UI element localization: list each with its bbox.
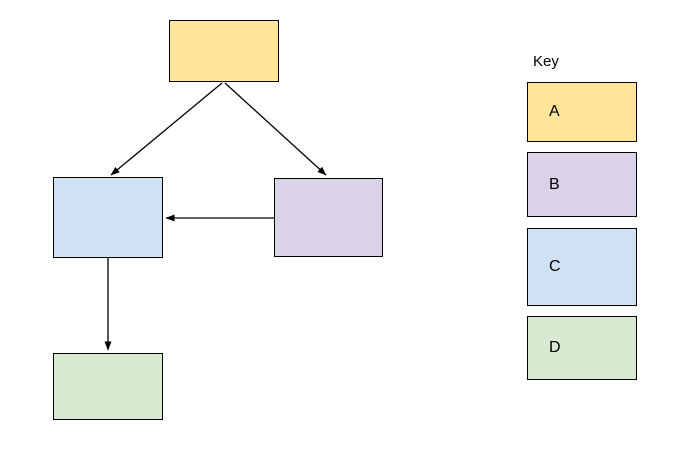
key-title: Key: [533, 53, 559, 70]
key-item-label: B: [549, 175, 560, 193]
key-item-a: A: [527, 82, 637, 142]
diagram-node-a: [169, 20, 279, 82]
key-item-d: D: [527, 316, 637, 380]
key-item-label: D: [549, 339, 561, 356]
diagram-node-d: [53, 353, 163, 420]
key-item-label: C: [549, 258, 561, 275]
key-item-b: B: [527, 152, 637, 217]
key-item-c: C: [527, 228, 637, 306]
key-item-label: A: [549, 103, 560, 120]
edge-a-to-b: [224, 82, 327, 176]
diagram-node-b: [274, 178, 383, 257]
edge-a-to-c: [110, 82, 223, 176]
diagram-node-c: [53, 177, 163, 258]
